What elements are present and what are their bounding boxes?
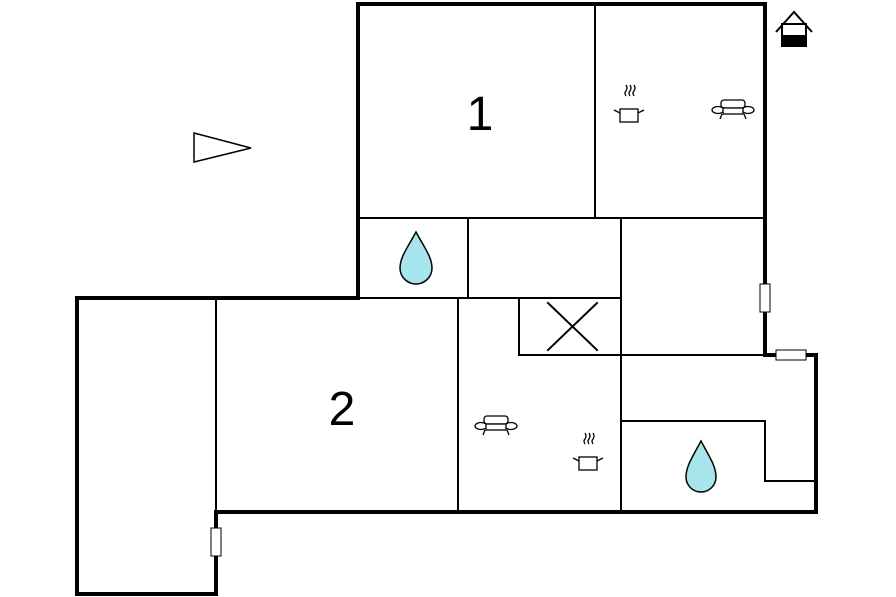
- water-drop-icon: [685, 439, 717, 493]
- cooking-pot-icon: [613, 84, 645, 123]
- wall-openings: [210, 283, 807, 557]
- north-arrow-icon: [193, 132, 252, 163]
- cooking-pot-icon: [572, 432, 604, 471]
- room-label-2: 2: [329, 383, 356, 436]
- sofa-icon: [711, 99, 755, 120]
- window-opening: [759, 283, 771, 313]
- window-opening: [210, 527, 222, 557]
- sofa-icon: [474, 415, 518, 436]
- interior-walls: [215, 3, 817, 513]
- exterior-walls: [75, 2, 818, 596]
- room-label-1: 1: [467, 88, 494, 141]
- water-drop-icon: [399, 230, 433, 285]
- window-opening: [775, 349, 807, 361]
- staircase-cross-icon: [546, 301, 599, 352]
- house-entrance-icon: [775, 10, 813, 47]
